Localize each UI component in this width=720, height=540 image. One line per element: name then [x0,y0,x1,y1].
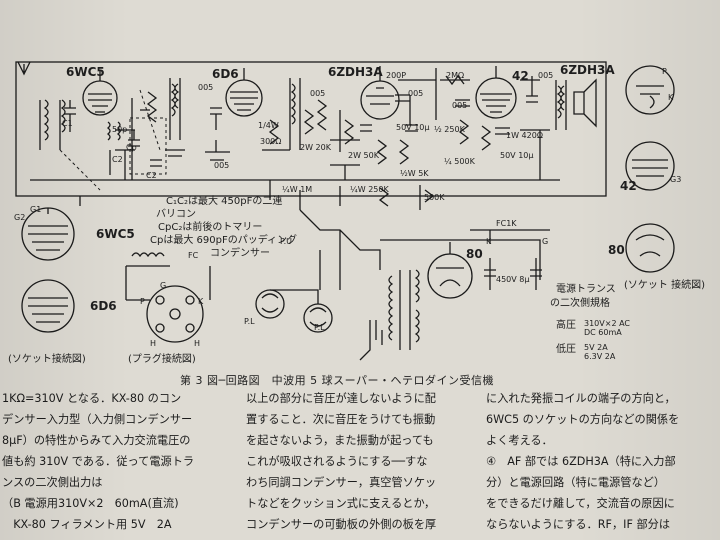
component-label: 2W 50K [348,151,380,160]
text-line: （B 電源用310V×2 60mA(直流) [2,497,179,510]
text-column-3: に入れた発振コイルの端子の方向と， 6WC5 のソケットの方向などの関係を よく… [486,388,679,535]
text-line: に入れた発振コイルの端子の方向と， [486,392,676,405]
socket-tube-label: 42 [620,179,637,193]
component-label: 005 [408,89,423,98]
pin-label: H [150,339,156,348]
hv-label: 高圧 [556,318,576,331]
socket-caption: (ソケット接続図) [8,352,86,365]
component-label: 450V 8μ [496,275,529,284]
pin-label: C2 [146,171,157,180]
component-label: 005 [310,89,325,98]
lv-label: 低圧 [556,342,576,355]
component-label: 50p [112,125,127,134]
schematic-note: CpC₂は前後のトマリー [158,220,262,233]
text-line: ならないようにする．RF，IF 部分は [486,518,671,531]
text-line: トなどをクッション式に支えるとか， [246,497,436,510]
pin-label: P [140,297,145,306]
component-label: G [542,237,548,246]
socket-tube-label: 6D6 [90,299,117,313]
component-label: 005 [214,161,229,170]
text-line: デンサー入力型（入力側コンデンサー [2,413,193,426]
component-label: FC [188,251,199,260]
lv-value: 5V 2A [584,343,608,352]
plug-caption: (プラグ接続図) [128,352,196,365]
component-label: 500K [424,193,445,202]
component-label: FC1K [496,219,517,228]
text-line: わち同調コンデンサー，真空管ソケッ [246,476,437,489]
text-line: ンスの二次側出力は [2,476,103,489]
text-line: 以上の部分に音圧が達しないように配 [246,392,436,405]
text-line: ④ AF 部では 6ZDH3A（特に入力部 [486,455,676,468]
figure-caption: 第 3 図─回路図 中波用 5 球スーパー・ヘテロダイン受信機 [180,374,494,387]
power-trans-subtitle: の二次側規格 [550,296,610,309]
body-text: 1KΩ=310V となる．KX-80 のコン デンサー入力型（入力側コンデンサー… [0,388,720,540]
text-column-2: 以上の部分に音圧が達しないように配 置すること．次に音圧をうけても振動 を起さな… [246,388,436,535]
component-label: 005 [198,83,213,92]
component-label: ¼ 500K [444,157,476,166]
text-column-1: 1KΩ=310V となる．KX-80 のコン デンサー入力型（入力側コンデンサー… [2,388,194,535]
text-line: をできるだけ離して，交流音の原因に [486,497,675,510]
pin-label: G [160,281,166,290]
component-label: K [486,237,492,246]
component-label: ¼W 250K [350,185,389,194]
text-line: コンデンサーの可動板の外側の板を厚 [246,518,437,531]
hv-value: 310V×2 AC [584,319,630,328]
rectifier-label: 80 [466,247,483,261]
text-line: 置すること．次に音圧をうけても振動 [246,413,436,426]
socket-caption-right: (ソケット 接続図) [624,278,705,291]
pin-label: C1 [62,119,73,128]
component-label: P.L [314,323,325,332]
schematic-note: Cpは最大 690pFのパッディング [150,233,297,246]
component-label: ¼W 1M [282,185,312,194]
component-label: ½W 5K [400,169,429,178]
component-label: ½ 250K [434,125,466,134]
component-label: 200P [386,71,406,80]
component-label: 50V 10μ [396,123,429,132]
component-label: 005 [452,101,467,110]
circuit-schematic: 6WC5 6D6 6ZDH3A 42 6ZDH3A 6WC5 6D6 42 80… [8,61,705,365]
schematic-note: C₁C₂は最大 450pFの二連 [166,194,282,207]
pin-label: G3 [670,175,681,184]
component-label: 1W 420Ω [506,131,543,140]
text-line: KX-80 フィラメント用 5V 2A [2,518,172,531]
tube-label: 6D6 [212,67,239,81]
socket-tube-label: 80 [608,243,625,257]
pin-label: K [668,93,674,102]
text-line: を起さないよう，また振動が起っても [246,434,434,447]
component-label: 1/4W [258,121,279,130]
component-label: 005 [538,71,553,80]
tube-label: 6ZDH3A [560,63,615,77]
text-line: 1KΩ=310V となる．KX-80 のコン [2,392,182,405]
component-label: P.L [244,317,255,326]
component-label: 2W 20K [300,143,332,152]
pin-label: C2 [112,155,123,164]
tube-label: 6ZDH3A [328,65,383,79]
text-line: 8μF）の特性からみて入力交流電圧の [2,434,191,447]
pin-label: G1 [30,205,41,214]
power-trans-title: 電源トランス [556,282,616,295]
component-label: 2MΩ [446,71,464,80]
hv-value: DC 60mA [584,328,622,337]
pin-label: K [198,297,204,306]
tube-label: 6WC5 [66,65,105,79]
socket-tube-label: 6WC5 [96,227,135,241]
text-line: 分）と電源回路（特に電源管など） [486,476,666,489]
schematic-note: コンデンサー [210,246,270,259]
text-line: これが吸収されるようにする──すな [246,455,428,468]
pin-label: G2 [14,213,25,222]
text-line: 6WC5 のソケットの方向などの関係を [486,413,680,426]
pin-label: H [194,339,200,348]
component-label: 300Ω [260,137,281,146]
component-label: 50V 10μ [500,151,533,160]
lv-value: 6.3V 2A [584,352,616,361]
text-line: 値も約 310V である．従って電源トラ [2,455,195,468]
text-line: よく考える． [486,434,553,447]
pin-label: P [662,67,667,76]
tube-label: 42 [512,69,529,83]
schematic-note: バリコン [156,208,196,220]
component-label: P.U [280,237,292,246]
pin-label: Cp [126,143,137,152]
